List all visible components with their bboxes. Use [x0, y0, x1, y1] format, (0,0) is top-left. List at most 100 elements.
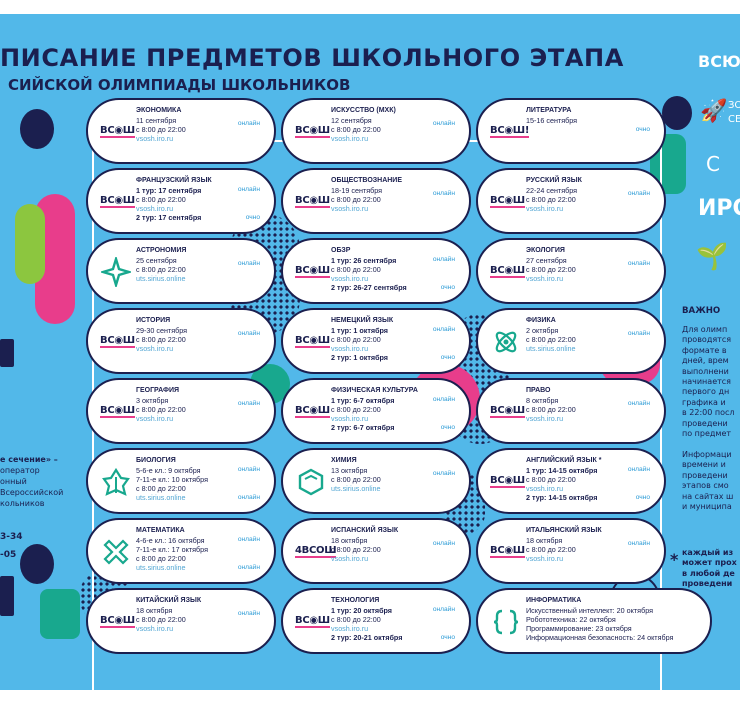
date-line: 7-11-е кл.: 10 октября: [136, 475, 208, 484]
brand-logo: ВСЮ: [698, 52, 740, 71]
date-line: с 8:00 до 22:00: [136, 554, 186, 563]
date-line: 2 октября: [526, 326, 559, 335]
website-link[interactable]: uts.sirius.online: [331, 484, 381, 493]
website-link[interactable]: vsosh.iro.ru: [136, 204, 174, 213]
subject-title: ФРАНЦУЗСКИЙ ЯЗЫК: [136, 177, 212, 184]
operator-line: онный: [0, 477, 27, 486]
website-link[interactable]: uts.sirius.online: [136, 563, 186, 572]
rocket-icon: 🚀: [700, 99, 728, 124]
leaf-icon: 🌱: [696, 242, 729, 272]
format-label: онлайн: [432, 120, 455, 127]
operator-line: кольников: [0, 499, 45, 508]
important-line: времени и: [682, 460, 726, 470]
vsosh-logo: ВС◉Ш: [100, 405, 135, 418]
website-link[interactable]: vsosh.iro.ru: [526, 274, 564, 283]
website-link[interactable]: vsosh.iro.ru: [331, 624, 369, 633]
important-line: выполнени: [682, 366, 729, 376]
partner-logo: СЕ: [728, 114, 740, 125]
website-link[interactable]: vsosh.iro.ru: [526, 414, 564, 423]
subject-title: МАТЕМАТИКА: [136, 527, 185, 534]
date-line: Информационная безопасность: 24 октября: [526, 633, 674, 642]
date-line: с 8:00 до 22:00: [331, 265, 381, 274]
website-link[interactable]: vsosh.iro.ru: [526, 554, 564, 563]
important-heading: ВАЖНО: [682, 306, 721, 316]
website-link[interactable]: uts.sirius.online: [136, 493, 186, 502]
date-line: 2 тур: 17 сентября: [136, 213, 202, 222]
date-line: 3 октября: [136, 396, 169, 405]
subject-title: ИСКУССТВО (МХК): [331, 107, 396, 114]
astronomy-star-icon: [100, 256, 132, 288]
website-link[interactable]: uts.sirius.online: [136, 274, 186, 283]
note-line: каждый из: [682, 548, 734, 557]
website-link[interactable]: vsosh.iro.ru: [331, 554, 369, 563]
date-line: 18-19 сентября: [331, 186, 383, 195]
biology-leaf-icon: [100, 466, 132, 498]
website-link[interactable]: vsosh.iro.ru: [136, 414, 174, 423]
vsosh-logo: ВС◉Ш: [295, 125, 330, 138]
website-link[interactable]: vsosh.iro.ru: [526, 484, 564, 493]
format-label: онлайн: [432, 256, 455, 263]
date-line: с 8:00 до 22:00: [331, 475, 381, 484]
math-cross-icon: [100, 536, 132, 568]
vsosh-logo: ВС◉Ш: [490, 545, 525, 558]
important-line: начинается: [682, 377, 731, 387]
operator-line: Всероссийской: [0, 488, 64, 497]
important-line: [682, 439, 740, 449]
website-link[interactable]: vsosh.iro.ru: [331, 134, 369, 143]
website-link[interactable]: vsosh.iro.ru: [136, 134, 174, 143]
operator-line: оператор: [0, 466, 40, 475]
note-line: в любой де: [682, 568, 735, 578]
date-line: 1 тур: 6-7 октября: [331, 396, 395, 405]
subject-title: КИТАЙСКИЙ ЯЗЫК: [136, 597, 202, 604]
date-line: с 8:00 до 22:00: [136, 125, 186, 134]
date-line: 1 тур: 14-15 октября: [526, 466, 598, 475]
partner-logo: ЗО: [728, 100, 740, 111]
date-line: Робототехника: 22 октября: [526, 615, 616, 624]
important-line: и муниципа: [682, 501, 732, 511]
phone-number: -05: [0, 550, 17, 560]
website-link[interactable]: uts.sirius.online: [526, 344, 576, 353]
website-link[interactable]: vsosh.iro.ru: [136, 344, 174, 353]
date-line: с 8:00 до 22:00: [331, 615, 381, 624]
date-line: 27 сентября: [526, 256, 567, 265]
subject-title: ГЕОГРАФИЯ: [136, 387, 180, 394]
vsosh-logo: 4ВСОШ: [295, 545, 337, 558]
website-link[interactable]: vsosh.iro.ru: [331, 274, 369, 283]
subject-title: ОБЗР: [331, 247, 351, 254]
format-label: онлайн: [432, 540, 455, 547]
physics-atom-icon: [490, 326, 522, 358]
date-line: 2 тур: 26-27 сентября: [331, 283, 407, 292]
website-link[interactable]: vsosh.iro.ru: [526, 204, 564, 213]
date-line: 2 тур: 14-15 октября: [526, 493, 598, 502]
date-line: с 8:00 до 22:00: [526, 195, 576, 204]
vsosh-logo: ВС◉Ш: [490, 475, 525, 488]
website-link[interactable]: vsosh.iro.ru: [331, 414, 369, 423]
website-link[interactable]: vsosh.iro.ru: [331, 204, 369, 213]
date-line: 25 сентября: [136, 256, 177, 265]
website-link[interactable]: vsosh.iro.ru: [331, 344, 369, 353]
vsosh-logo: ВС◉Ш: [490, 405, 525, 418]
format-label: онлайн: [237, 536, 260, 543]
important-line: первого дн: [682, 387, 730, 397]
vsosh-logo: ВС◉Ш: [295, 265, 330, 278]
important-line: формате в: [682, 345, 727, 355]
vsosh-logo: ВС◉Ш: [490, 265, 525, 278]
date-line: 1 тур: 1 октября: [331, 326, 389, 335]
date-line: 12 сентября: [331, 116, 372, 125]
important-line: проведени: [682, 418, 728, 428]
subject-title: ИТАЛЬЯНСКИЙ ЯЗЫК: [526, 527, 602, 534]
format-label: онлайн: [432, 396, 455, 403]
date-line: с 8:00 до 22:00: [136, 615, 186, 624]
subject-title: ОБЩЕСТВОЗНАНИЕ: [331, 177, 403, 184]
format-label: онлайн: [627, 466, 650, 473]
website-link[interactable]: vsosh.iro.ru: [136, 624, 174, 633]
